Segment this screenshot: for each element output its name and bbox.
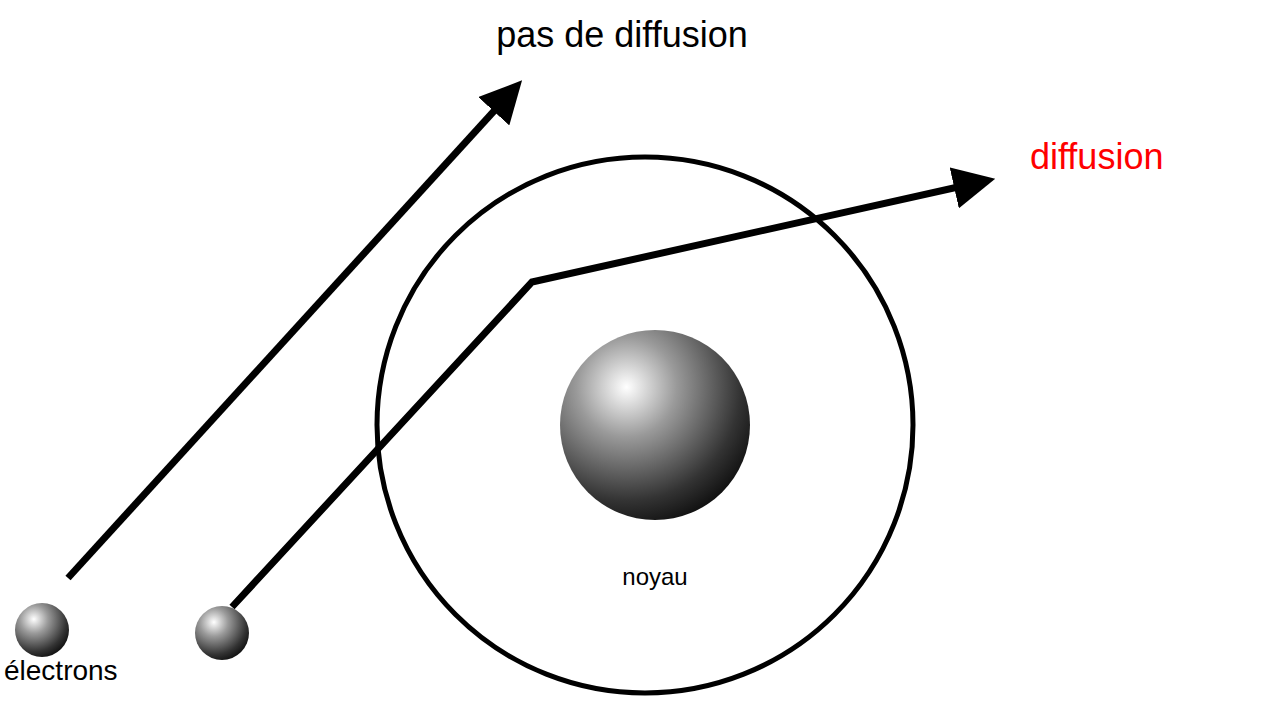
electron-sphere bbox=[195, 606, 249, 660]
circle-outline bbox=[377, 157, 913, 693]
electron-sphere bbox=[15, 603, 69, 657]
unscattered-path bbox=[68, 88, 515, 578]
scattered-path bbox=[232, 181, 985, 607]
outcome-label: diffusion bbox=[1030, 136, 1163, 177]
nucleus-sphere bbox=[560, 330, 750, 520]
atom-circle: noyau bbox=[373, 153, 917, 697]
circle-outline bbox=[373, 153, 917, 697]
outcome-label: pas de diffusion bbox=[496, 14, 748, 55]
node-label: noyau bbox=[622, 563, 687, 591]
particle-label: électrons bbox=[4, 655, 118, 687]
